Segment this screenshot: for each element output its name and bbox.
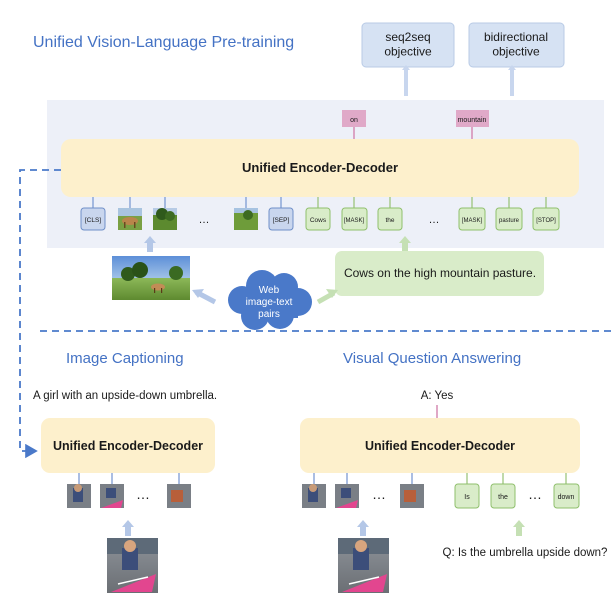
captioning-image-patch-1: [67, 484, 91, 508]
vqa-image-patch-2: [335, 484, 359, 508]
captioning-image-patch-3: [167, 484, 191, 508]
arrow-up-image-tokens: [144, 236, 156, 252]
captioning-image-patch-2: [100, 484, 124, 508]
text-line: image-text: [246, 297, 293, 308]
vqa-token-is: Is: [454, 483, 480, 509]
svg-text:[MASK]: [MASK]: [462, 218, 483, 224]
vqa-token-down: down: [553, 483, 580, 509]
vqa-question: Q: Is the umbrella upside down?: [443, 547, 608, 559]
vqa-token-the: the: [490, 483, 516, 509]
svg-text:Is: Is: [464, 494, 470, 501]
predicted-token-mountain: mountain: [456, 110, 489, 127]
arrow-up-bidirectional: [508, 65, 516, 96]
vqa-arrow-up-image: [357, 520, 369, 536]
text-line: objective: [384, 44, 432, 58]
svg-text:[CLS]: [CLS]: [85, 217, 101, 224]
text-line: objective: [492, 44, 540, 58]
token-sep: [SEP]: [268, 207, 294, 231]
svg-text:the: the: [385, 217, 394, 224]
captioning-encoder-decoder-label: Unified Encoder-Decoder: [53, 439, 203, 453]
vqa-image-patch-3: [400, 484, 424, 508]
svg-text:Cows: Cows: [310, 217, 327, 224]
svg-text:mountain: mountain: [458, 117, 487, 124]
token-the: the: [377, 207, 403, 231]
text-line: Web: [259, 285, 280, 296]
vqa-encoder-decoder-label: Unified Encoder-Decoder: [365, 439, 515, 453]
svg-text:pasture: pasture: [499, 218, 520, 224]
vqa-title: Visual Question Answering: [343, 350, 521, 367]
token-stop: [STOP]: [532, 207, 560, 231]
token-mask-2: [MASK]: [458, 207, 486, 231]
token-mask-1: [MASK]: [341, 207, 368, 231]
pretrain-image-cow-pasture: [112, 256, 190, 300]
svg-text:[SEP]: [SEP]: [273, 217, 290, 224]
pretrain-caption-box: [335, 251, 544, 296]
vqa-text-ellipsis: …: [528, 486, 542, 502]
token-ellipsis-text: …: [429, 214, 440, 226]
captioning-output: A girl with an upside-down umbrella.: [33, 390, 217, 402]
captioning-title: Image Captioning: [66, 350, 184, 367]
text-line: seq2seq: [385, 30, 430, 44]
vqa-input-image: [338, 538, 389, 593]
token-image-patch-cow: [118, 208, 142, 230]
pretrain-caption-text: Cows on the high mountain pasture.: [344, 266, 536, 280]
token-ellipsis-image: …: [199, 214, 210, 226]
token-image-patch-tree: [153, 208, 177, 230]
token-cows: Cows: [305, 207, 331, 231]
pretrain-encoder-decoder-label: Unified Encoder-Decoder: [242, 160, 398, 175]
vqa-arrow-up-question: [513, 520, 525, 536]
svg-text:the: the: [498, 494, 508, 501]
vqa-image-patch-1: [302, 484, 326, 508]
captioning-ellipsis: …: [136, 486, 150, 502]
vqa-image-ellipsis: …: [372, 486, 386, 502]
pretrain-title: Unified Vision-Language Pre-training: [33, 34, 294, 51]
text-line: bidirectional: [484, 30, 548, 44]
pretrain-token-connectors: [92, 197, 282, 208]
arrow-up-seq2seq: [402, 65, 410, 96]
pretrain-encoder-decoder-box: [61, 139, 579, 197]
svg-text:[MASK]: [MASK]: [344, 218, 365, 224]
svg-text:[STOP]: [STOP]: [536, 218, 556, 224]
vqa-answer: A: Yes: [421, 390, 454, 402]
vqa-encoder-decoder-box: [300, 418, 580, 473]
token-pasture: pasture: [495, 207, 523, 231]
svg-text:on: on: [350, 117, 358, 124]
predicted-token-on: on: [342, 110, 366, 127]
text-line: pairs: [258, 309, 280, 320]
arrow-up-text-tokens: [399, 236, 411, 252]
captioning-arrow-up: [122, 520, 134, 536]
token-image-patch-field: [234, 208, 258, 230]
svg-text:down: down: [558, 494, 575, 501]
captioning-encoder-decoder-box: [41, 418, 215, 473]
token-cls: [CLS]: [80, 207, 106, 231]
captioning-input-image: [107, 538, 158, 593]
transfer-dashed-arrow: [19, 169, 61, 459]
